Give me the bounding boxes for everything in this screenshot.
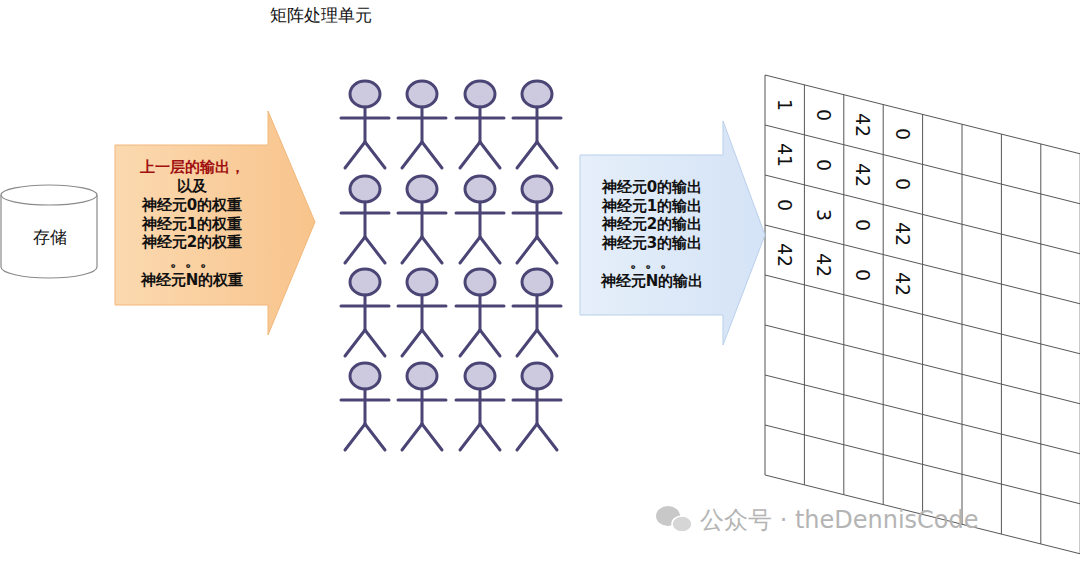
node-text-area: 神经元0的输出神经元1的输出神经元2的输出神经元3的输出。。。神经元N的输出 xyxy=(581,154,723,314)
output-arrow: 神经元0的输出神经元1的输出神经元2的输出神经元3的输出。。。神经元N的输出 xyxy=(578,118,768,348)
cell-value: 1 xyxy=(774,99,796,111)
node-text: 以及 xyxy=(177,177,207,196)
node-text-area: 上一层的输出，以及神经元0的权重神经元1的权重神经元2的权重。。。神经元N的权重 xyxy=(116,144,268,304)
node-text: 神经元2的输出 xyxy=(602,215,702,234)
cell-value: 0 xyxy=(853,269,875,281)
cell-value: 42 xyxy=(853,113,875,137)
cell-value: 0 xyxy=(853,219,875,231)
cell-value: 0 xyxy=(813,159,835,171)
storage-cylinder: 存储 xyxy=(0,183,99,279)
node-text: 神经元1的权重 xyxy=(142,215,242,234)
neuron-figure xyxy=(456,81,504,168)
node-text: 神经元0的权重 xyxy=(142,196,242,215)
node-text: 。。。 xyxy=(630,253,675,272)
cell-value: 42 xyxy=(892,272,914,296)
neuron-figure xyxy=(513,176,561,263)
node-text: 神经元2的权重 xyxy=(142,233,242,252)
neuron-figure xyxy=(513,81,561,168)
node-text: 神经元3的输出 xyxy=(602,234,702,253)
cell-value: 42 xyxy=(813,253,835,277)
cell-value: 42 xyxy=(853,163,875,187)
neuron-figure xyxy=(398,81,446,168)
neuron-figure xyxy=(398,269,446,356)
neuron-figure xyxy=(456,269,504,356)
neuron-figure xyxy=(341,363,389,450)
cell-value: 42 xyxy=(774,243,796,267)
neuron-figure xyxy=(341,176,389,263)
cell-value: 41 xyxy=(774,143,796,167)
node-text: 神经元0的输出 xyxy=(602,178,702,197)
neuron-figure xyxy=(513,269,561,356)
neuron-figure xyxy=(456,363,504,450)
output-grid xyxy=(765,75,1080,554)
node-text-area: 存储 xyxy=(2,203,97,273)
neuron-figure xyxy=(513,363,561,450)
node-text: 。。。 xyxy=(170,252,215,271)
node-text: 存储 xyxy=(33,227,67,248)
cell-value: 42 xyxy=(892,222,914,246)
highlight-text: 上一层的输出， xyxy=(140,158,245,177)
watermark: 公众号 · theDennisCode xyxy=(700,504,979,536)
neuron-figure xyxy=(456,176,504,263)
node-text: 神经元N的权重 xyxy=(141,271,244,290)
node-text: 神经元N的输出 xyxy=(601,272,704,291)
cell-value: 0 xyxy=(813,109,835,121)
neuron-figure xyxy=(341,81,389,168)
input-arrow: 上一层的输出，以及神经元0的权重神经元1的权重神经元2的权重。。。神经元N的权重 xyxy=(112,108,318,338)
wechat-icon xyxy=(656,506,692,532)
node-text: 神经元1的输出 xyxy=(602,197,702,216)
neuron-figure xyxy=(398,363,446,450)
cell-value: 0 xyxy=(892,128,914,140)
cell-value: 0 xyxy=(774,199,796,211)
cell-value: 3 xyxy=(813,209,835,221)
cell-value: 0 xyxy=(892,178,914,190)
neuron-figure xyxy=(398,176,446,263)
diagram-title: 矩阵处理单元 xyxy=(270,4,372,27)
neuron-figures xyxy=(341,81,561,450)
neuron-figure xyxy=(341,269,389,356)
